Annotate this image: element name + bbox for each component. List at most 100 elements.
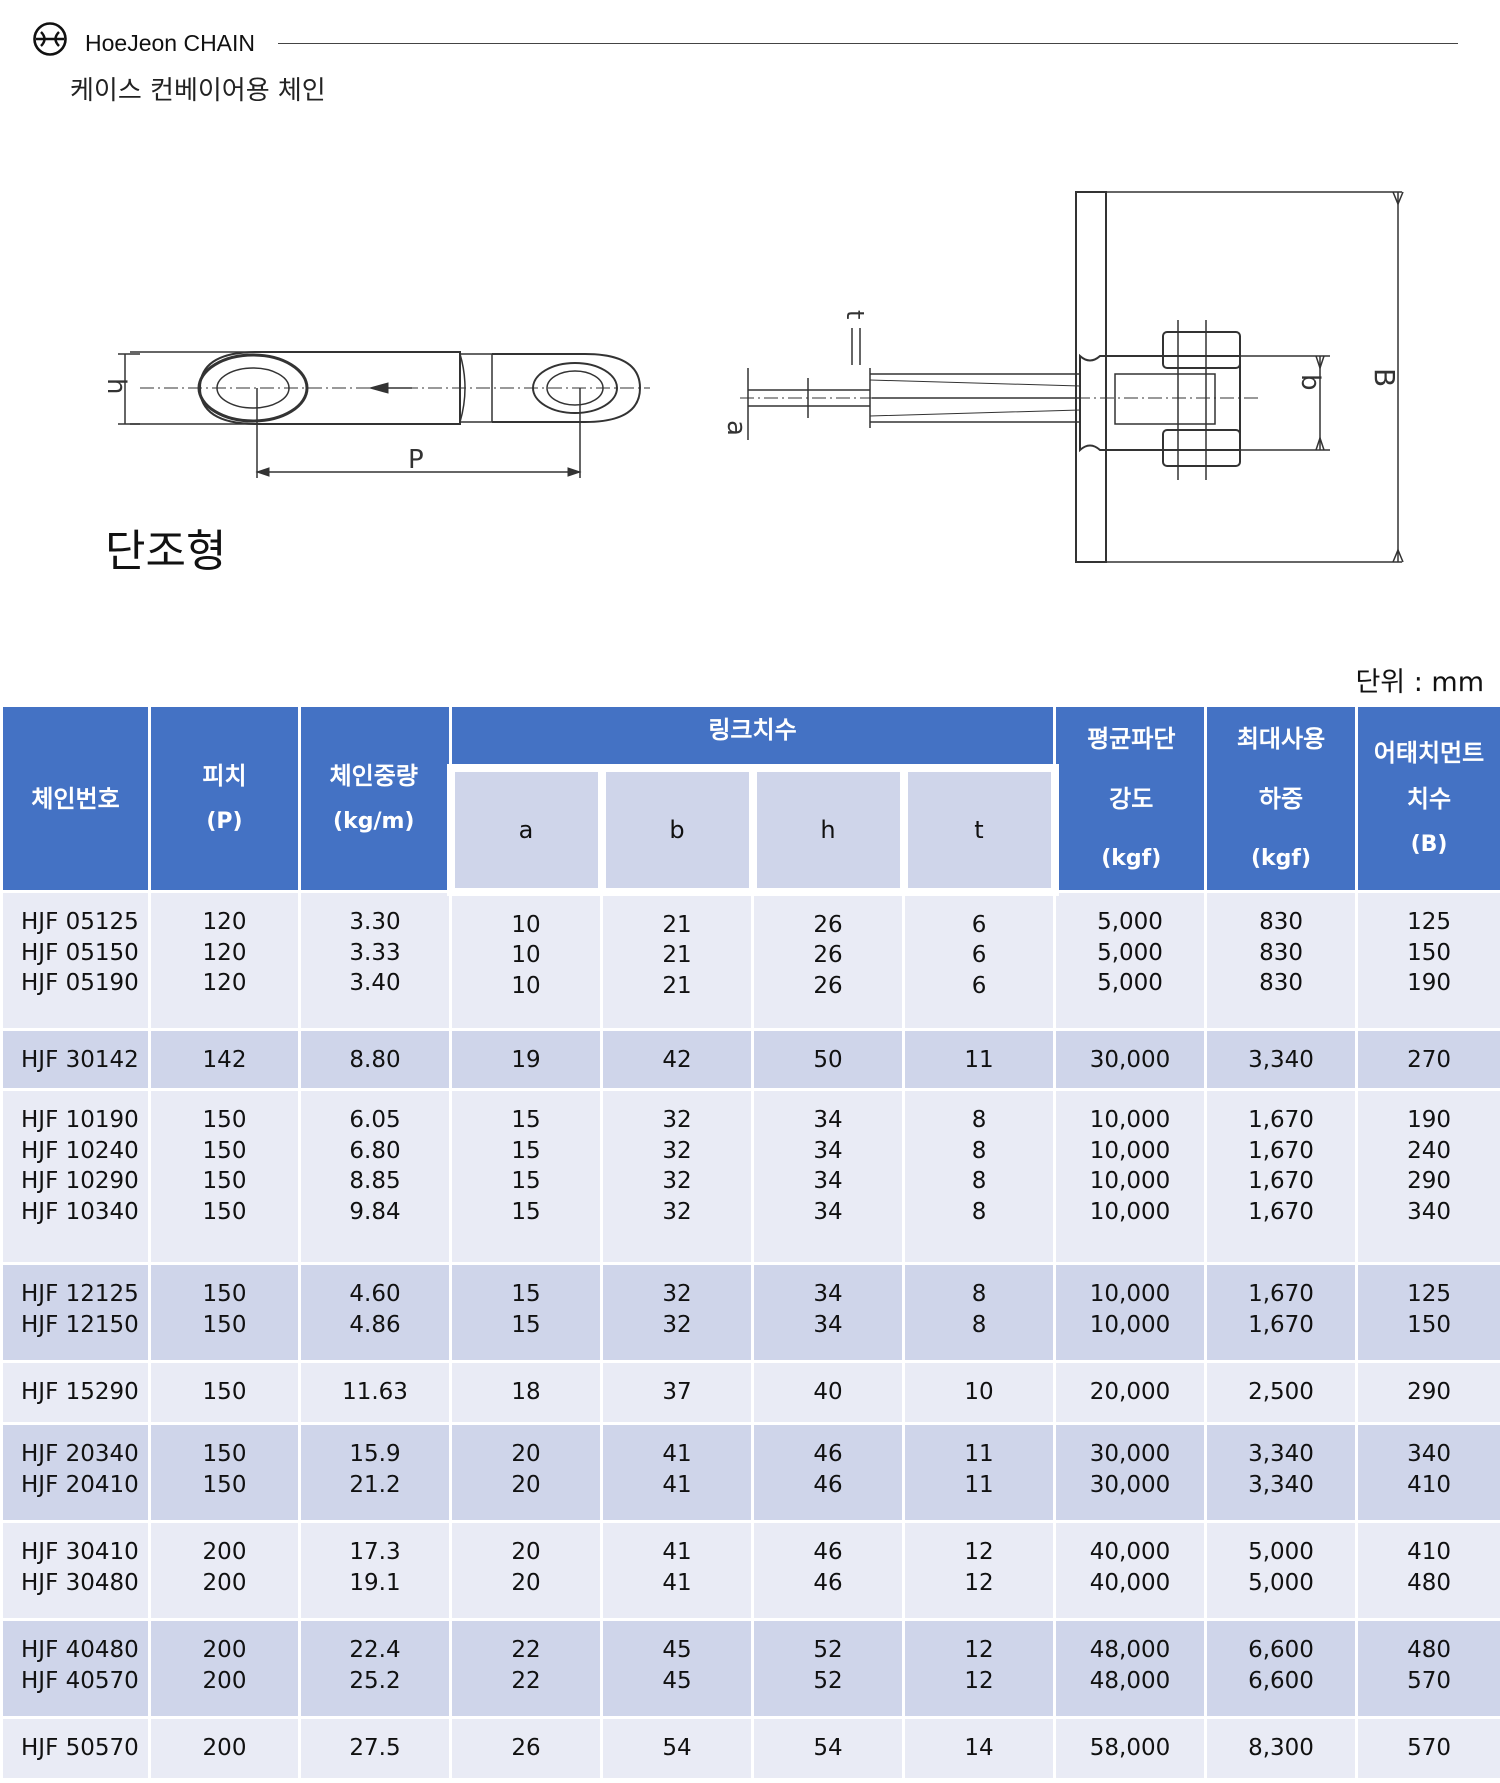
cell-t: 10 — [901, 1360, 1057, 1425]
cell-h: 26 26 26 — [751, 890, 905, 1031]
cell-b: 37 — [600, 1360, 754, 1425]
brand-name: HoeJeon CHAIN — [85, 30, 256, 56]
cell-pitch: 150 150 — [148, 1262, 301, 1363]
cell-weight: 8.80 — [298, 1028, 452, 1091]
header-rule — [278, 43, 1458, 44]
cell-chain: HJF 15290 — [0, 1360, 151, 1425]
cell-attach: 570 — [1355, 1716, 1500, 1781]
link-top-view — [118, 351, 650, 478]
cell-weight: 4.60 4.86 — [298, 1262, 452, 1363]
cell-a: 18 — [449, 1360, 603, 1425]
cell-pitch: 150 150 — [148, 1422, 301, 1523]
cell-pitch: 200 200 — [148, 1520, 301, 1621]
cell-a: 26 — [449, 1716, 603, 1781]
cell-breaking: 48,000 48,000 — [1053, 1618, 1208, 1719]
chain-type-label: 단조형 — [105, 526, 227, 577]
cell-h: 34 34 — [751, 1262, 905, 1363]
cell-breaking: 20,000 — [1053, 1360, 1208, 1425]
chain-technical-drawing: h P a t b B — [101, 191, 1404, 563]
cell-breaking: 10,000 10,000 10,000 10,000 — [1053, 1088, 1208, 1265]
cell-b: 42 — [600, 1028, 754, 1091]
cell-t: 12 12 — [901, 1520, 1057, 1621]
cell-breaking: 40,000 40,000 — [1053, 1520, 1208, 1621]
cell-chain: HJF 40480 HJF 40570 — [0, 1618, 151, 1719]
page-header: HoeJeon CHAIN 케이스 컨베이어용 체인 — [0, 0, 1500, 110]
cell-max-load: 8,300 — [1204, 1716, 1359, 1781]
cell-attach: 270 — [1355, 1028, 1500, 1091]
cell-pitch: 150 150 150 150 — [148, 1088, 301, 1265]
cell-attach: 125 150 190 — [1355, 890, 1500, 1031]
cell-attach: 410 480 — [1355, 1520, 1500, 1621]
cell-b: 21 21 21 — [600, 890, 754, 1031]
cell-t: 11 — [901, 1028, 1057, 1091]
header-a: a — [446, 763, 606, 896]
dim-label-p: P — [408, 445, 424, 475]
header-b: b — [597, 763, 757, 896]
cell-pitch: 142 — [148, 1028, 301, 1091]
cell-t: 11 11 — [901, 1422, 1057, 1523]
cell-h: 50 — [751, 1028, 905, 1091]
cell-chain: HJF 30410 HJF 30480 — [0, 1520, 151, 1621]
header-chain-no: 체인번호 — [0, 704, 151, 893]
cell-h: 46 46 — [751, 1422, 905, 1523]
link-side-view — [740, 191, 1404, 563]
cell-t: 12 12 — [901, 1618, 1057, 1719]
cell-h: 34 34 34 34 — [751, 1088, 905, 1265]
cell-breaking: 58,000 — [1053, 1716, 1208, 1781]
dim-label-h: h — [101, 378, 131, 394]
hoejeon-logo-icon — [33, 22, 67, 56]
cell-max-load: 1,670 1,670 1,670 1,670 — [1204, 1088, 1359, 1265]
cell-a: 20 20 — [449, 1520, 603, 1621]
cell-t: 6 6 6 — [901, 890, 1057, 1031]
cell-chain: HJF 05125 HJF 05150 HJF 05190 — [0, 890, 151, 1031]
cell-max-load: 6,600 6,600 — [1204, 1618, 1359, 1719]
header-pitch: 피치(P) — [148, 704, 301, 893]
cell-max-load: 1,670 1,670 — [1204, 1262, 1359, 1363]
cell-b: 41 41 — [600, 1520, 754, 1621]
cell-weight: 6.05 6.80 8.85 9.84 — [298, 1088, 452, 1265]
cell-chain: HJF 50570 — [0, 1716, 151, 1781]
cell-max-load: 2,500 — [1204, 1360, 1359, 1425]
cell-h: 40 — [751, 1360, 905, 1425]
unit-label: 단위 : mm — [1355, 667, 1484, 698]
cell-breaking: 5,000 5,000 5,000 — [1053, 890, 1208, 1031]
cell-h: 54 — [751, 1716, 905, 1781]
cell-a: 10 10 10 — [449, 890, 603, 1031]
cell-t: 8 8 — [901, 1262, 1057, 1363]
cell-weight: 11.63 — [298, 1360, 452, 1425]
cell-attach: 480 570 — [1355, 1618, 1500, 1719]
cell-t: 14 — [901, 1716, 1057, 1781]
dim-label-b: b — [1295, 374, 1325, 391]
cell-attach: 125 150 — [1355, 1262, 1500, 1363]
cell-attach: 340 410 — [1355, 1422, 1500, 1523]
cell-attach: 290 — [1355, 1360, 1500, 1425]
cell-weight: 15.9 21.2 — [298, 1422, 452, 1523]
cell-b: 54 — [600, 1716, 754, 1781]
cell-a: 15 15 — [449, 1262, 603, 1363]
page-title: 케이스 컨베이어용 체인 — [70, 76, 326, 106]
cell-pitch: 120 120 120 — [148, 890, 301, 1031]
dim-label-b-attachment: B — [1368, 368, 1401, 387]
cell-chain: HJF 10190 HJF 10240 HJF 10290 HJF 10340 — [0, 1088, 151, 1265]
cell-breaking: 10,000 10,000 — [1053, 1262, 1208, 1363]
cell-max-load: 830 830 830 — [1204, 890, 1359, 1031]
cell-chain: HJF 20340 HJF 20410 — [0, 1422, 151, 1523]
cell-h: 46 46 — [751, 1520, 905, 1621]
cell-max-load: 3,340 — [1204, 1028, 1359, 1091]
cell-a: 15 15 15 15 — [449, 1088, 603, 1265]
cell-a: 19 — [449, 1028, 603, 1091]
cell-pitch: 200 — [148, 1716, 301, 1781]
header-h: h — [748, 763, 908, 896]
header-link-dims: 링크치수 — [448, 704, 1057, 769]
cell-a: 22 22 — [449, 1618, 603, 1719]
